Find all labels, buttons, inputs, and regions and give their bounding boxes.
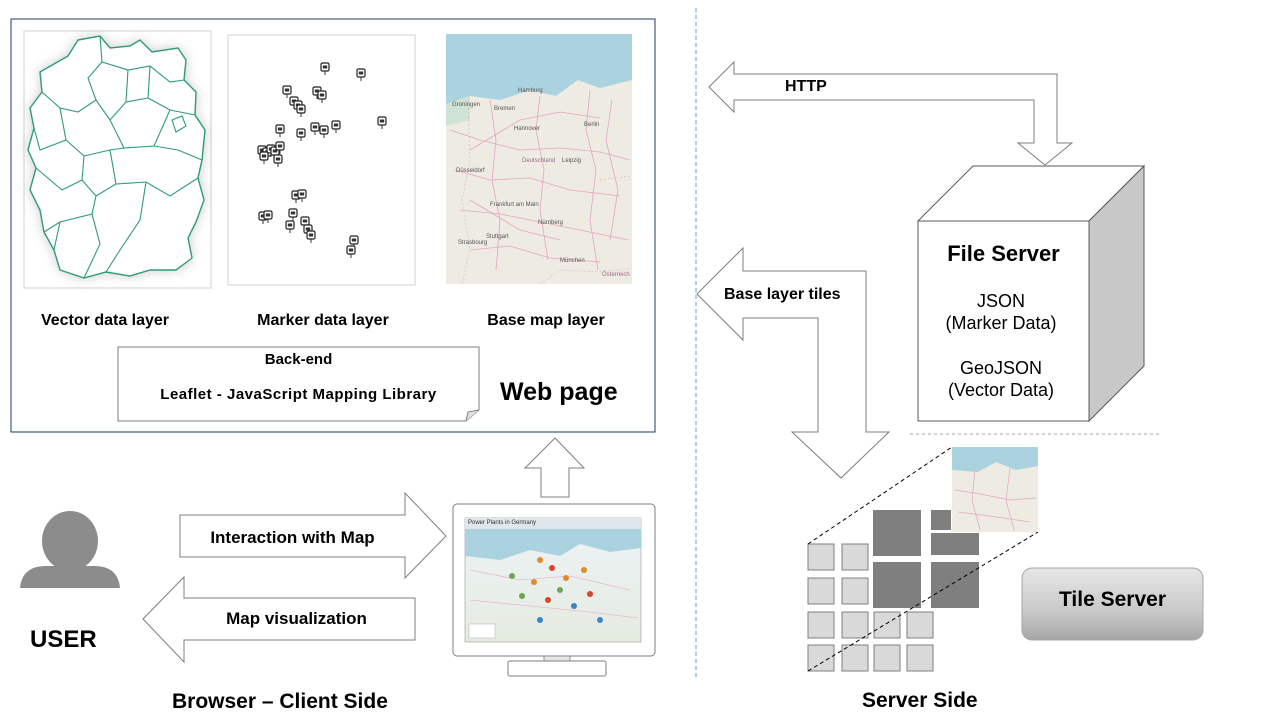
city-label: Leipzig	[562, 158, 581, 164]
monitor-to-webpage-arrow	[523, 437, 586, 498]
marker-icon	[317, 90, 327, 103]
city-label: München	[560, 258, 585, 264]
marker-icon	[296, 104, 306, 117]
vector-layer-panel	[23, 30, 212, 289]
vector-layer-label: Vector data layer	[40, 312, 170, 329]
marker-layer-label: Marker data layer	[257, 312, 389, 329]
file-server-title: File Server	[947, 241, 1060, 266]
marker-icon	[346, 245, 356, 258]
user-avatar	[20, 511, 120, 588]
basemap-layer-panel: Hamburg Groningen Bremen Hannover Berlin…	[446, 34, 633, 285]
monitor-screen-title: Power Plants in Germany	[468, 520, 537, 526]
interaction-arrow	[179, 491, 447, 580]
city-label: Bremen	[494, 106, 515, 112]
json-desc: (Marker Data)	[945, 313, 1057, 333]
marker-icon	[288, 208, 298, 221]
json-label: JSON	[976, 291, 1025, 311]
backend-heading: Back-end	[264, 351, 333, 368]
monitor	[452, 503, 656, 677]
interaction-label: Interaction with Map	[210, 528, 375, 547]
marker-icon	[319, 125, 329, 138]
marker-icon	[377, 116, 387, 129]
germany-outline	[27, 35, 206, 279]
base-tiles-arrow	[696, 246, 891, 479]
marker-icon	[263, 210, 273, 223]
marker-icon	[331, 120, 341, 133]
city-label: Berlin	[584, 122, 599, 128]
city-label: Groningen	[452, 102, 480, 108]
marker-icon	[275, 124, 285, 137]
marker-icon	[296, 128, 306, 141]
tile-server-label: Tile Server	[1058, 588, 1167, 611]
marker-icon	[320, 62, 330, 75]
city-label: Nürnberg	[538, 220, 563, 226]
city-label: Hannover	[514, 126, 540, 132]
marker-layer-panel	[227, 34, 416, 286]
http-label: HTTP	[785, 78, 827, 95]
country-label: Österreich	[602, 271, 630, 278]
file-server-cube	[916, 164, 1146, 423]
user-label: USER	[30, 626, 97, 653]
json-info: JSON (Marker Data)	[918, 290, 1084, 334]
http-arrow	[708, 60, 1074, 166]
tile-grid	[807, 446, 1039, 672]
basemap-layer-label: Base map layer	[487, 312, 605, 329]
marker-icon	[306, 230, 316, 243]
marker-icon	[310, 122, 320, 135]
marker-icon	[273, 154, 283, 167]
web-page-title: Web page	[500, 378, 618, 406]
marker-icon	[356, 68, 366, 81]
marker-icon	[275, 141, 285, 154]
geojson-desc: (Vector Data)	[947, 380, 1055, 400]
geojson-label: GeoJSON	[959, 358, 1043, 378]
leaflet-label: Leaflet - JavaScript Mapping Library	[160, 386, 437, 403]
city-label: Strasbourg	[458, 240, 487, 246]
marker-icon	[285, 220, 295, 233]
country-label: Deutschland	[522, 158, 555, 164]
visualization-arrow	[142, 575, 416, 664]
marker-group	[257, 62, 387, 258]
city-label: Frankfurt am Main	[490, 202, 539, 208]
marker-icon	[282, 85, 292, 98]
city-label: Düsseldorf	[456, 168, 485, 174]
client-side-label: Browser – Client Side	[172, 690, 388, 713]
marker-icon	[297, 189, 307, 202]
server-side-label: Server Side	[862, 689, 978, 712]
base-tiles-label: Base layer tiles	[724, 286, 841, 303]
marker-icon	[259, 151, 269, 164]
tile-server-box	[1021, 567, 1204, 641]
map-tile-thumbnail	[952, 447, 1038, 532]
city-label: Stuttgart	[486, 234, 509, 240]
city-label: Hamburg	[518, 88, 543, 94]
visualization-label: Map visualization	[226, 609, 367, 628]
geojson-info: GeoJSON (Vector Data)	[918, 357, 1084, 401]
monitor-plant-markers	[509, 557, 603, 623]
